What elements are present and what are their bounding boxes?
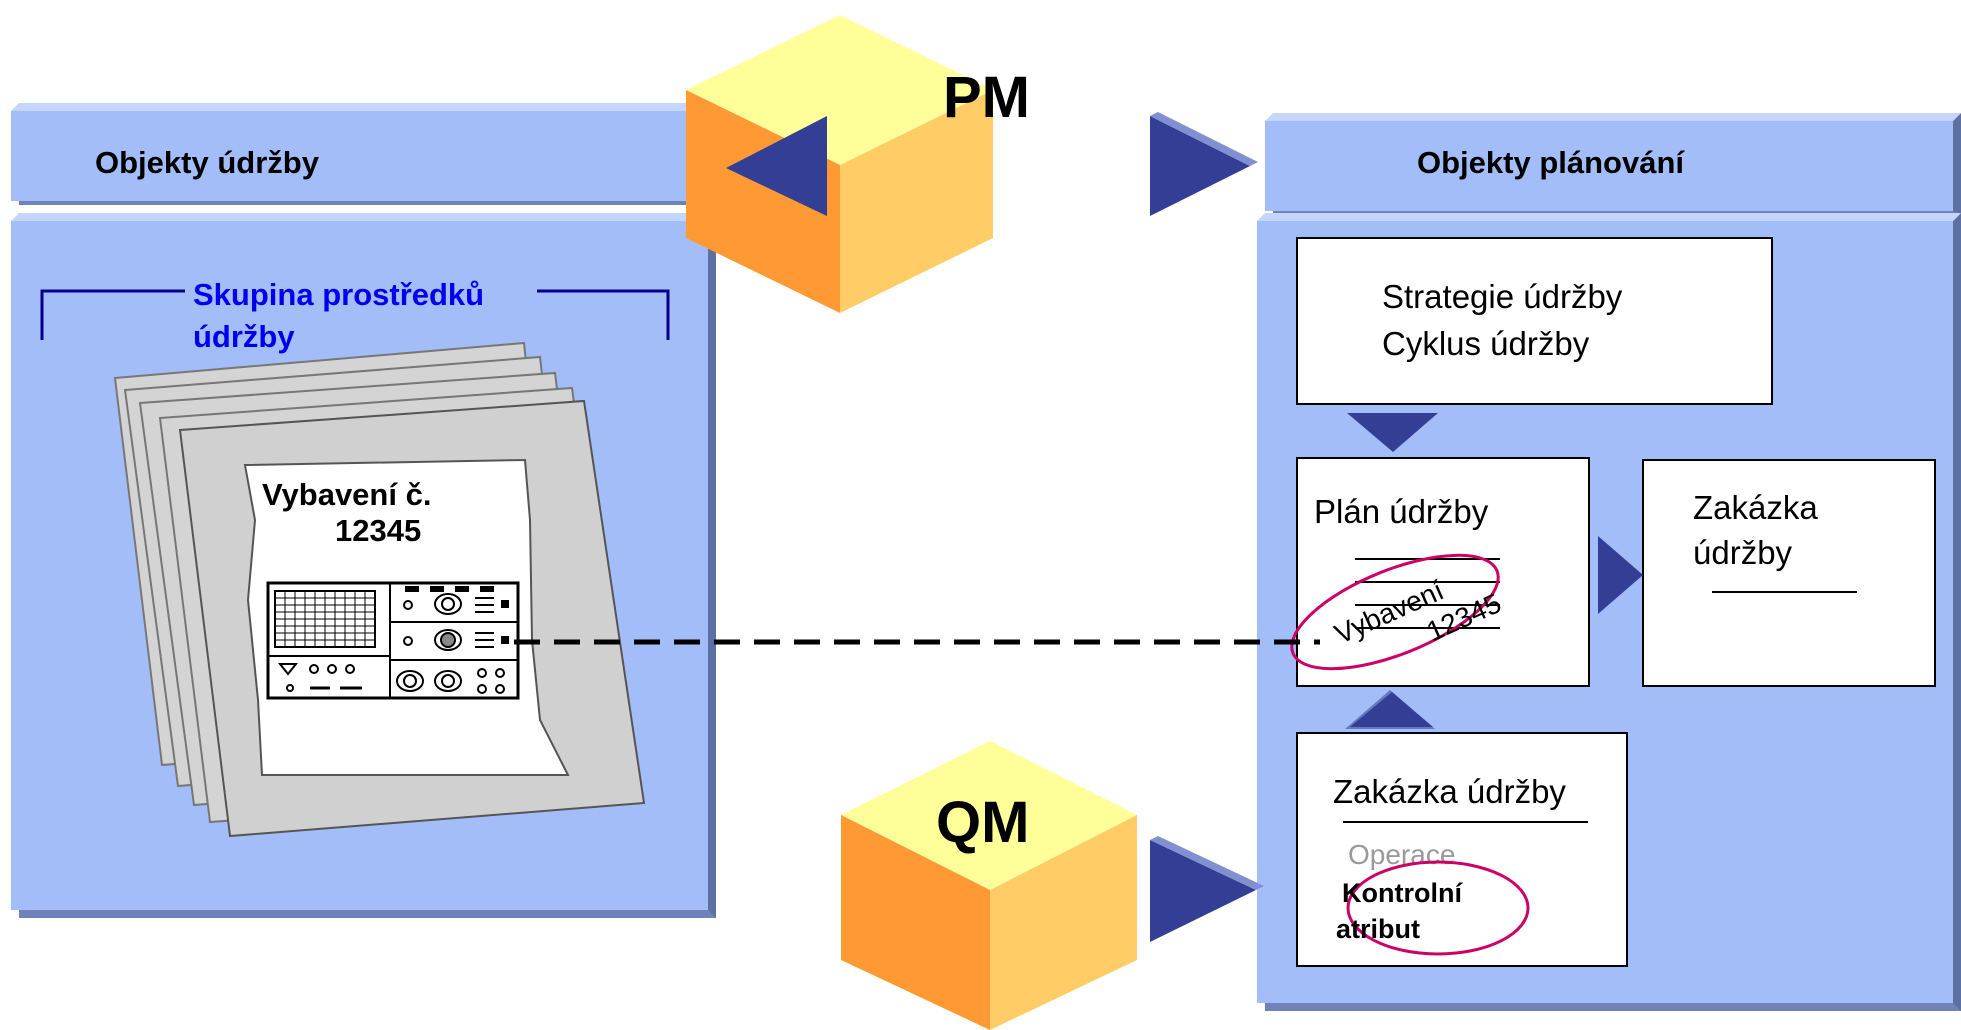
equipment-group-bracket (40, 289, 670, 340)
maintenance-order-box-right: Zakázka údržby (1642, 459, 1936, 687)
equipment-group-label: Skupina prostředků údržby (193, 277, 493, 354)
strategy-box: Strategie údržby Cyklus údržby (1296, 237, 1773, 405)
svg-text:Kontrolní atribut: Kontrolní atribut (1336, 878, 1470, 944)
maintenance-plan-box: Plán údržby Vybavení 12345 (1290, 457, 1590, 687)
order-right-line2: údržby (1693, 534, 1793, 571)
right-panel-title: Objekty plánování (1417, 145, 1685, 180)
maintenance-plan-title: Plán údržby (1314, 493, 1489, 530)
equipment-number-line2: 12345 (335, 513, 421, 548)
inspection-line2: atribut (1336, 914, 1420, 944)
down-arrow-strategy-to-plan (1347, 413, 1438, 452)
qm-cube: QM (841, 741, 1137, 1030)
order-right-line1: Zakázka (1693, 489, 1818, 526)
strategy-line2: Cyklus údržby (1382, 325, 1590, 362)
svg-text:Strategie údržby Cyklus: Strategie údržby Cyklus údržby (1382, 278, 1631, 362)
qm-right-arrow (1150, 836, 1264, 942)
inspection-highlight (1346, 860, 1530, 956)
plan-equipment-highlight (1290, 553, 1500, 671)
pm-label: PM (943, 65, 1030, 130)
equipment-group-label-line1: Skupina prostředků (193, 277, 484, 312)
svg-text:Zakázka údržby: Zakázka údržby (1693, 489, 1827, 571)
order-bottom-title: Zakázka údržby (1333, 773, 1566, 810)
pm-right-arrow (1150, 112, 1258, 216)
strategy-line1: Strategie údržby (1382, 278, 1623, 315)
equipment-group-label-line2: údržby (193, 319, 295, 354)
right-arrow-plan-to-order (1598, 536, 1643, 614)
left-panel-title: Objekty údržby (95, 145, 320, 180)
pm-cube: PM (686, 15, 1030, 313)
qm-label: QM (936, 790, 1029, 855)
oscilloscope-icon (266, 581, 520, 700)
pm-left-arrow (726, 116, 827, 216)
maintenance-order-box-bottom: Zakázka údržby Operace Kontrolní atribut (1296, 732, 1628, 967)
inspection-line1: Kontrolní (1342, 878, 1463, 908)
equipment-number-line1: Vybavení č. (262, 477, 431, 512)
equipment-number-label: Vybavení č. 12345 (262, 477, 440, 548)
